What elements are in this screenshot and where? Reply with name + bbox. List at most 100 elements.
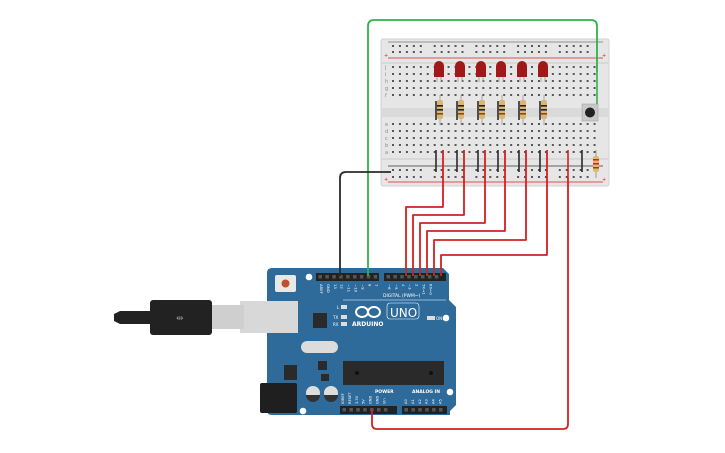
breadboard-hole[interactable]: [392, 169, 394, 171]
breadboard-hole[interactable]: [496, 123, 499, 125]
breadboard-hole[interactable]: [405, 130, 408, 132]
breadboard-hole[interactable]: [447, 73, 450, 75]
breadboard-hole[interactable]: [405, 66, 408, 68]
breadboard-hole[interactable]: [531, 144, 533, 146]
breadboard-hole[interactable]: [524, 151, 527, 153]
breadboard-hole[interactable]: [544, 45, 547, 47]
breadboard-hole[interactable]: [537, 123, 540, 125]
breadboard-hole[interactable]: [496, 80, 499, 82]
header-pin[interactable]: [386, 275, 391, 279]
breadboard-hole[interactable]: [454, 144, 457, 146]
breadboard-hole[interactable]: [482, 151, 485, 153]
breadboard-hole[interactable]: [412, 130, 415, 132]
breadboard-hole[interactable]: [392, 45, 394, 47]
breadboard-hole[interactable]: [544, 130, 547, 132]
breadboard-hole[interactable]: [496, 45, 499, 47]
breadboard-hole[interactable]: [398, 144, 401, 146]
breadboard-hole[interactable]: [475, 144, 478, 146]
power-jack[interactable]: [260, 383, 297, 413]
breadboard-hole[interactable]: [572, 151, 575, 153]
breadboard-hole[interactable]: [531, 130, 533, 132]
breadboard-hole[interactable]: [440, 45, 443, 47]
breadboard-hole[interactable]: [489, 87, 492, 89]
breadboard-hole[interactable]: [475, 176, 478, 178]
breadboard-hole[interactable]: [524, 45, 527, 47]
breadboard-hole[interactable]: [468, 94, 471, 96]
breadboard-hole[interactable]: [468, 144, 471, 146]
wire-red-5v[interactable]: [371, 178, 569, 430]
breadboard-hole[interactable]: [475, 94, 478, 96]
wire-green-button-to-pin2[interactable]: [367, 19, 598, 276]
breadboard-hole[interactable]: [558, 151, 561, 153]
breadboard-hole[interactable]: [503, 137, 506, 139]
breadboard-hole[interactable]: [537, 144, 540, 146]
breadboard-hole[interactable]: [468, 151, 471, 153]
breadboard-hole[interactable]: [398, 45, 401, 47]
breadboard-hole[interactable]: [440, 137, 443, 139]
breadboard-hole[interactable]: [586, 80, 589, 82]
breadboard-hole[interactable]: [482, 144, 485, 146]
breadboard-hole[interactable]: [447, 51, 450, 53]
breadboard-hole[interactable]: [392, 123, 394, 125]
breadboard-hole[interactable]: [392, 51, 394, 53]
breadboard-hole[interactable]: [426, 66, 429, 68]
breadboard-hole[interactable]: [551, 80, 554, 82]
breadboard-hole[interactable]: [440, 130, 443, 132]
breadboard-hole[interactable]: [544, 123, 547, 125]
breadboard-hole[interactable]: [558, 123, 561, 125]
header-pin[interactable]: [353, 275, 357, 279]
breadboard-hole[interactable]: [558, 144, 561, 146]
breadboard-hole[interactable]: [572, 137, 575, 139]
breadboard-hole[interactable]: [593, 73, 596, 75]
breadboard-hole[interactable]: [517, 45, 520, 47]
breadboard-hole[interactable]: [572, 176, 575, 178]
breadboard-hole[interactable]: [489, 137, 492, 139]
breadboard-hole[interactable]: [510, 130, 513, 132]
breadboard-hole[interactable]: [551, 130, 554, 132]
wire-black-gnd[interactable]: [339, 171, 391, 276]
breadboard-hole[interactable]: [419, 45, 422, 47]
header-pin[interactable]: [339, 275, 343, 279]
breadboard-hole[interactable]: [565, 130, 568, 132]
breadboard-hole[interactable]: [496, 176, 499, 178]
breadboard-hole[interactable]: [503, 123, 506, 125]
breadboard-hole[interactable]: [461, 151, 464, 153]
breadboard-hole[interactable]: [398, 51, 401, 53]
breadboard-hole[interactable]: [433, 169, 436, 171]
breadboard-hole[interactable]: [544, 87, 547, 89]
red-led[interactable]: [476, 61, 486, 77]
breadboard-hole[interactable]: [496, 130, 499, 132]
header-pin[interactable]: [349, 408, 353, 412]
breadboard-hole[interactable]: [433, 123, 436, 125]
breadboard-hole[interactable]: [579, 137, 582, 139]
breadboard-hole[interactable]: [482, 94, 485, 96]
breadboard-hole[interactable]: [433, 151, 436, 153]
breadboard-hole[interactable]: [524, 51, 527, 53]
breadboard-hole[interactable]: [398, 137, 401, 139]
breadboard-hole[interactable]: [551, 66, 554, 68]
header-pin[interactable]: [359, 275, 364, 279]
breadboard-hole[interactable]: [572, 169, 575, 171]
breadboard-hole[interactable]: [454, 169, 457, 171]
breadboard-hole[interactable]: [558, 176, 561, 178]
breadboard-hole[interactable]: [565, 80, 568, 82]
button-cap[interactable]: [585, 107, 595, 118]
breadboard-hole[interactable]: [419, 137, 422, 139]
breadboard-hole[interactable]: [517, 130, 520, 132]
breadboard-hole[interactable]: [447, 80, 450, 82]
breadboard-hole[interactable]: [482, 176, 485, 178]
header-pin[interactable]: [411, 408, 415, 412]
breadboard-hole[interactable]: [440, 94, 443, 96]
breadboard-hole[interactable]: [426, 123, 429, 125]
breadboard-hole[interactable]: [405, 45, 408, 47]
breadboard-hole[interactable]: [426, 94, 429, 96]
breadboard-hole[interactable]: [551, 94, 554, 96]
breadboard-hole[interactable]: [593, 123, 596, 125]
breadboard-hole[interactable]: [510, 144, 513, 146]
breadboard-hole[interactable]: [524, 130, 527, 132]
breadboard-hole[interactable]: [489, 66, 492, 68]
wire-red-signal[interactable]: [419, 150, 486, 276]
breadboard-hole[interactable]: [572, 87, 575, 89]
breadboard-hole[interactable]: [412, 169, 415, 171]
breadboard-hole[interactable]: [565, 169, 568, 171]
